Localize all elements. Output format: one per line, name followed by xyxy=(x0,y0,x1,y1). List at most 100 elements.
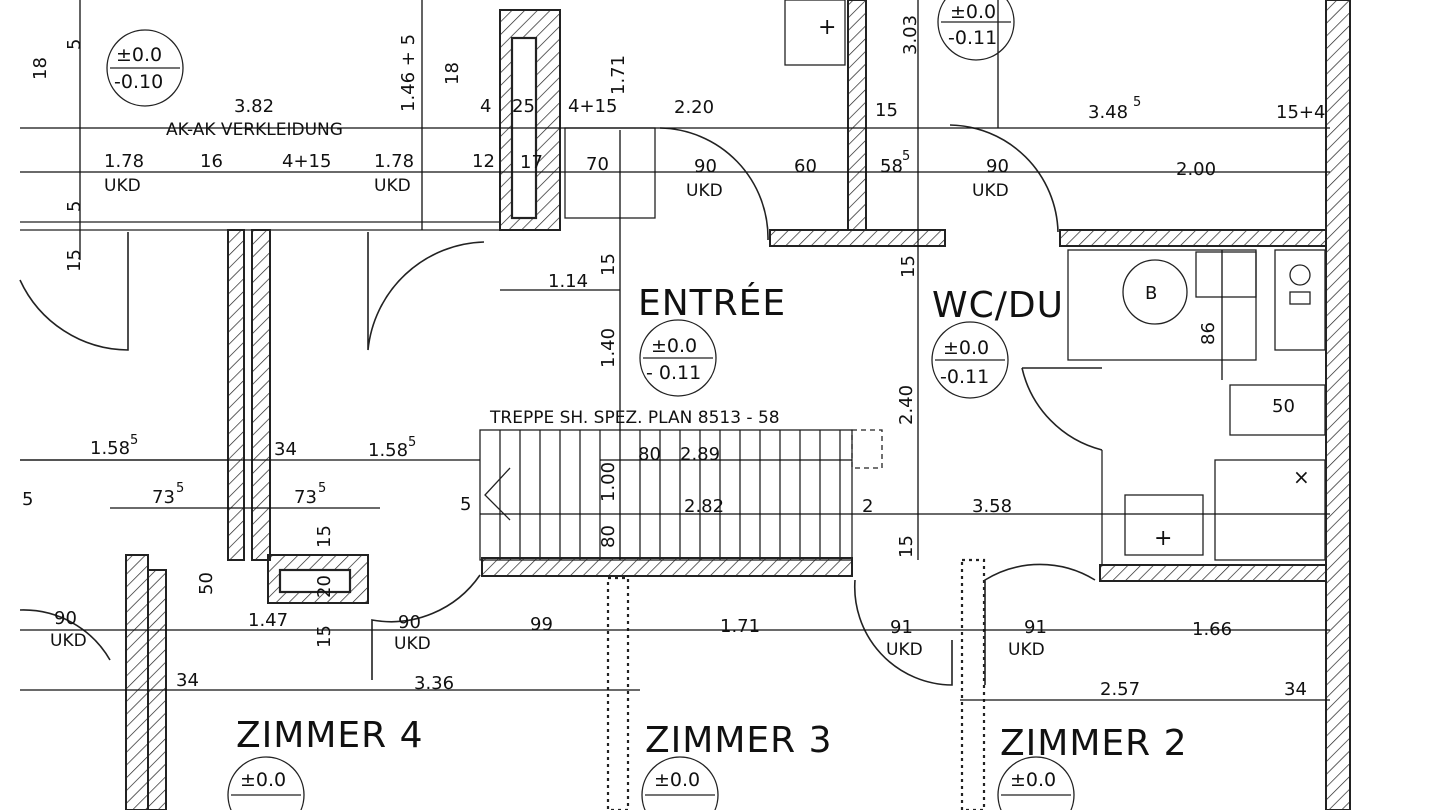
dim-158b: 1.58 xyxy=(368,440,408,461)
level-top-left: ±0.0 -0.10 xyxy=(106,29,184,107)
label-ukd-6: UKD xyxy=(886,640,923,660)
annotations: AK-AK VERKLEIDUNG TREPPE SH. SPEZ. PLAN … xyxy=(50,120,1157,660)
dim-73b: 73 xyxy=(294,487,317,508)
dim-282: 2.82 xyxy=(684,496,724,517)
dim-100: 1.00 xyxy=(598,462,619,502)
svg-text:+: + xyxy=(818,15,836,40)
door-zimmer3 xyxy=(853,579,953,686)
dim-257: 2.57 xyxy=(1100,679,1140,700)
dim-90c: 90 xyxy=(398,612,421,633)
wall-bath-bottom xyxy=(1099,564,1327,582)
dim-86: 86 xyxy=(1198,322,1219,345)
label-ukd-7: UKD xyxy=(1008,640,1045,660)
room-label-zimmer2: ZIMMER 2 xyxy=(1000,723,1188,764)
dim-382: 3.82 xyxy=(234,96,274,117)
dim-15c: 15 xyxy=(898,255,919,278)
dim-15g: 15 xyxy=(64,249,85,272)
dim-289: 2.89 xyxy=(680,444,720,465)
dim-348: 3.48 xyxy=(1088,102,1128,123)
dim-348-sup: 5 xyxy=(1133,95,1141,110)
label-ukd-8: UKD xyxy=(50,631,87,651)
wall-left-lower xyxy=(125,554,149,810)
level-entree: ±0.0 - 0.11 xyxy=(639,319,717,397)
dim-178a: 1.78 xyxy=(104,151,144,172)
dim-80a: 80 xyxy=(638,444,661,465)
level-top-left-value: ±0.0 xyxy=(116,44,162,66)
dim-80b: 80 xyxy=(598,525,619,548)
level-top-right-value: ±0.0 xyxy=(950,1,996,23)
door-wc-top xyxy=(949,124,1059,233)
level-entree-value: ±0.0 xyxy=(651,335,697,357)
dim-18b: 18 xyxy=(30,57,51,80)
svg-text:×: × xyxy=(1293,465,1310,489)
dim-415a: 4+15 xyxy=(282,151,331,172)
dim-147: 1.47 xyxy=(248,610,288,631)
level-zimmer4: ±0.0 xyxy=(227,756,305,810)
stair xyxy=(479,429,853,561)
dim-5c: 5 xyxy=(460,494,471,515)
label-ukd-4: UKD xyxy=(972,181,1009,201)
door-entree-top xyxy=(659,127,769,241)
dim-158a: 1.58 xyxy=(90,438,130,459)
dim-415b: 4+15 xyxy=(568,96,617,117)
door-left-top xyxy=(19,232,129,351)
doors xyxy=(19,124,1103,686)
wall-left-vertical xyxy=(227,229,245,561)
label-ukd-1: UKD xyxy=(104,176,141,196)
dim-25: 25 xyxy=(512,96,535,117)
wall-top-mid xyxy=(769,229,946,247)
dim-140: 1.40 xyxy=(598,328,619,368)
dim-91a: 91 xyxy=(890,617,913,638)
dim-12: 12 xyxy=(472,151,495,172)
label-treppe: TREPPE SH. SPEZ. PLAN 8513 - 58 xyxy=(489,408,780,428)
room-label-zimmer3: ZIMMER 3 xyxy=(645,720,833,761)
walls xyxy=(125,0,1351,810)
level-zimmer2-value: ±0.0 xyxy=(1010,769,1056,791)
stair-treads xyxy=(499,430,841,560)
door-zimmer4 xyxy=(371,574,481,680)
level-top-left-sub: -0.10 xyxy=(114,71,163,93)
dim-585: 58 xyxy=(880,156,903,177)
partition-zimmer4-3 xyxy=(606,576,630,810)
dim-171v: 1.71 xyxy=(608,55,629,95)
room-labels: ENTRÉE WC/DU ZIMMER 4 ZIMMER 3 ZIMMER 2 xyxy=(236,282,1188,764)
dim-5b: 5 xyxy=(64,201,85,212)
label-boiler: B xyxy=(1145,283,1157,304)
door-wc xyxy=(1021,367,1103,451)
dim-34a: 34 xyxy=(274,439,297,460)
level-top-right-sub: -0.11 xyxy=(948,27,997,49)
dim-20: 20 xyxy=(314,575,335,598)
dim-171: 1.71 xyxy=(720,616,760,637)
dim-16: 16 xyxy=(200,151,223,172)
level-zimmer3: ±0.0 xyxy=(641,756,719,810)
level-top-right: ±0.0 -0.11 xyxy=(937,0,1015,61)
boiler xyxy=(1122,259,1188,325)
washer xyxy=(1274,249,1326,351)
dim-34c: 34 xyxy=(1284,679,1307,700)
level-zimmer4-value: ±0.0 xyxy=(240,769,286,791)
label-ukd-3: UKD xyxy=(686,181,723,201)
closet xyxy=(564,127,656,219)
wall-stair-bottom xyxy=(481,557,853,577)
level-zimmer2: ±0.0 xyxy=(997,756,1075,810)
washbasin xyxy=(1124,494,1204,556)
dim-240: 2.40 xyxy=(896,385,917,425)
dim-73b-sup: 5 xyxy=(318,481,326,496)
dim-220: 2.20 xyxy=(674,97,714,118)
dim-5e: 5 xyxy=(22,489,33,510)
level-entree-sub: - 0.11 xyxy=(646,362,701,384)
dim-15b: 15 xyxy=(598,253,619,276)
dim-73a: 73 xyxy=(152,487,175,508)
dim-90b: 90 xyxy=(986,156,1009,177)
level-wc-sub: -0.11 xyxy=(940,366,989,388)
label-ukd-2: UKD xyxy=(374,176,411,196)
door-left-mid xyxy=(367,232,485,351)
dimension-texts: 3.82 1.78 16 4+15 1.78 12 17 70 90 60 58… xyxy=(22,15,1325,700)
wall-top-vertical xyxy=(847,0,867,231)
dim-15e: 15 xyxy=(314,525,335,548)
door-zimmer2 xyxy=(984,563,1096,685)
dim-18a: 18 xyxy=(442,62,463,85)
dim-5a: 5 xyxy=(64,39,85,50)
dim-99: 99 xyxy=(530,614,553,635)
dim-15p4: 15+4 xyxy=(1276,102,1325,123)
